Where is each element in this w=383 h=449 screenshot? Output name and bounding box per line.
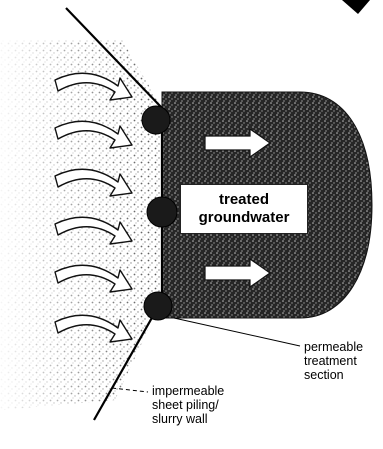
- treatment-node-top: [142, 106, 170, 134]
- corner-arrow-fragment: [342, 0, 370, 14]
- treatment-node-middle: [147, 197, 177, 227]
- permeable-label-line-1: permeable: [304, 340, 382, 354]
- permeable-label-line-3: section: [304, 368, 382, 382]
- treated-label-line-1: treated: [219, 191, 269, 209]
- impermeable-label-line-3: slurry wall: [152, 412, 252, 426]
- treatment-node-bottom: [144, 292, 172, 320]
- impermeable-label-line-1: impermeable: [152, 384, 252, 398]
- treated-groundwater-label: treated groundwater: [180, 184, 308, 234]
- leader-line-permeable: [174, 318, 300, 346]
- permeable-treatment-label: permeable treatment section: [304, 340, 382, 382]
- impermeable-wall-label: impermeable sheet piling/ slurry wall: [152, 384, 252, 426]
- impermeable-label-line-2: sheet piling/: [152, 398, 252, 412]
- treated-label-line-2: groundwater: [199, 209, 290, 227]
- permeable-label-line-2: treatment: [304, 354, 382, 368]
